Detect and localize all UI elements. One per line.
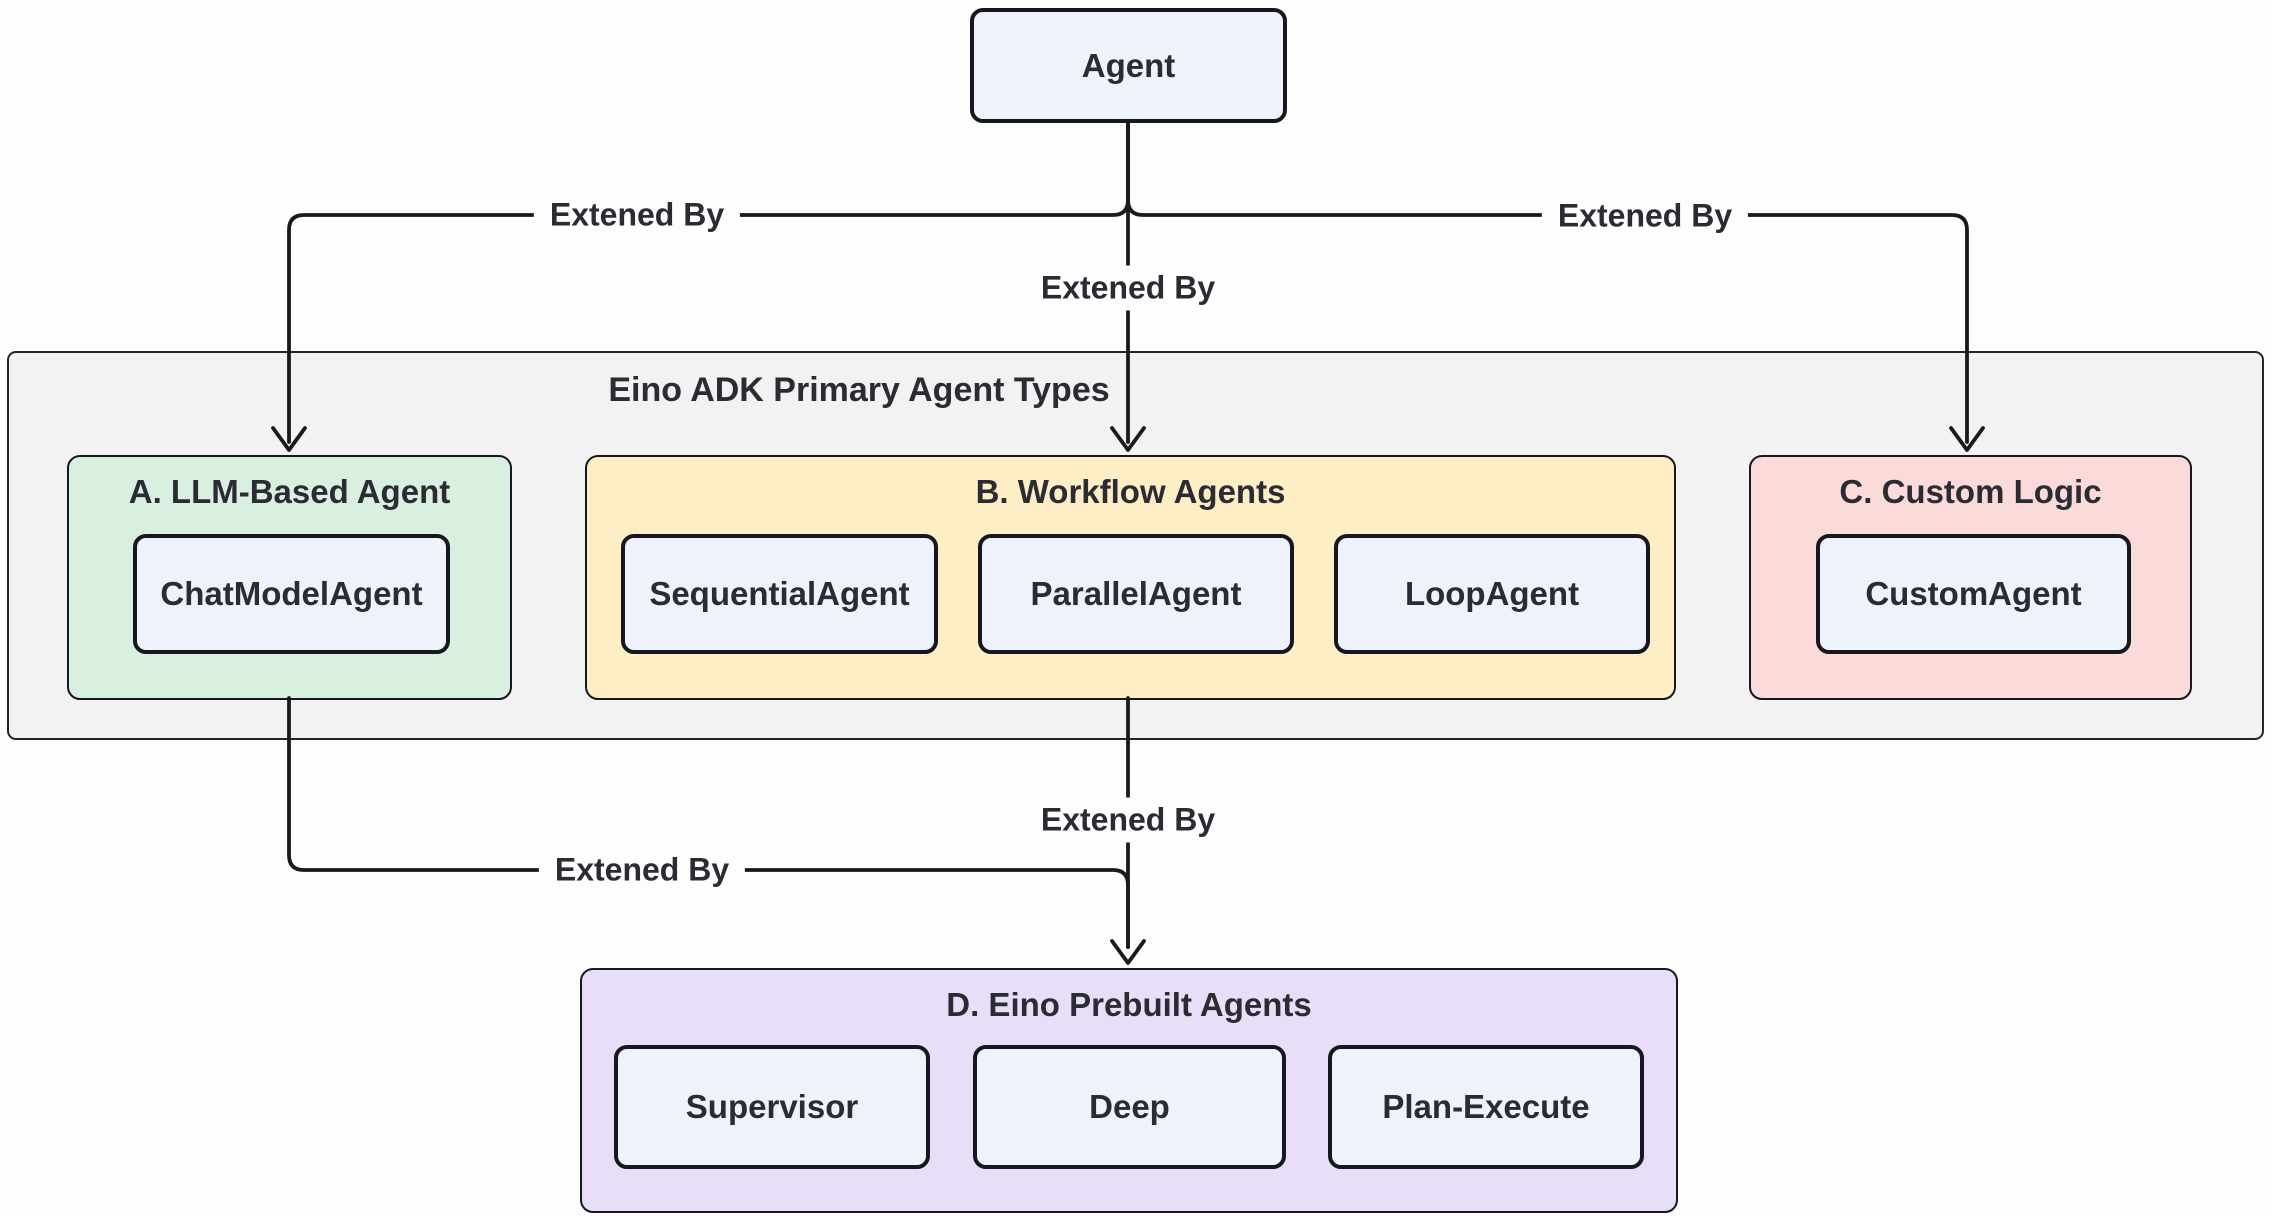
- group-llm-based-agent-title: A. LLM-Based Agent: [128, 473, 451, 510]
- node-parallelagent: ParallelAgent: [978, 534, 1294, 654]
- group-workflow-agents: B. Workflow Agents SequentialAgent Paral…: [585, 455, 1676, 700]
- node-deep: Deep: [973, 1045, 1286, 1169]
- group-eino-prebuilt-agents-title: D. Eino Prebuilt Agents: [946, 986, 1312, 1023]
- node-chatmodelagent: ChatModelAgent: [133, 534, 450, 654]
- node-customagent-label: CustomAgent: [1865, 575, 2082, 612]
- node-customagent: CustomAgent: [1816, 534, 2131, 654]
- group-custom-logic-title: C. Custom Logic: [1839, 473, 2102, 510]
- node-loopagent-label: LoopAgent: [1404, 575, 1580, 612]
- node-agent-label: Agent: [1081, 46, 1176, 84]
- arrowhead-into-d: [1110, 939, 1146, 965]
- edge-label-agent-to-a: Extened By: [533, 192, 741, 238]
- edge-label-agent-to-b: Extened By: [1024, 265, 1232, 311]
- node-plan-execute-label: Plan-Execute: [1382, 1088, 1590, 1125]
- group-eino-prebuilt-agents: D. Eino Prebuilt Agents Supervisor Deep …: [580, 968, 1678, 1213]
- edge-label-agent-to-c: Extened By: [1541, 193, 1749, 239]
- edge-label-b-to-d: Extened By: [1024, 797, 1232, 843]
- node-chatmodelagent-label: ChatModelAgent: [160, 575, 423, 612]
- node-agent: Agent: [970, 8, 1287, 123]
- node-supervisor-label: Supervisor: [685, 1088, 859, 1125]
- edge-label-a-to-d: Extened By: [538, 847, 746, 893]
- node-plan-execute: Plan-Execute: [1328, 1045, 1644, 1169]
- group-llm-based-agent: A. LLM-Based Agent ChatModelAgent: [67, 455, 512, 700]
- node-parallelagent-label: ParallelAgent: [1030, 575, 1242, 612]
- group-custom-logic: C. Custom Logic CustomAgent: [1749, 455, 2192, 700]
- node-deep-label: Deep: [1089, 1088, 1170, 1125]
- node-supervisor: Supervisor: [614, 1045, 930, 1169]
- container-title: Eino ADK Primary Agent Types: [608, 371, 1110, 409]
- node-loopagent: LoopAgent: [1334, 534, 1650, 654]
- group-workflow-agents-title: B. Workflow Agents: [975, 473, 1286, 510]
- node-sequentialagent-label: SequentialAgent: [649, 575, 910, 612]
- node-sequentialagent: SequentialAgent: [621, 534, 938, 654]
- group-eino-adk-primary-agent-types: Eino ADK Primary Agent Types A. LLM-Base…: [7, 351, 2264, 740]
